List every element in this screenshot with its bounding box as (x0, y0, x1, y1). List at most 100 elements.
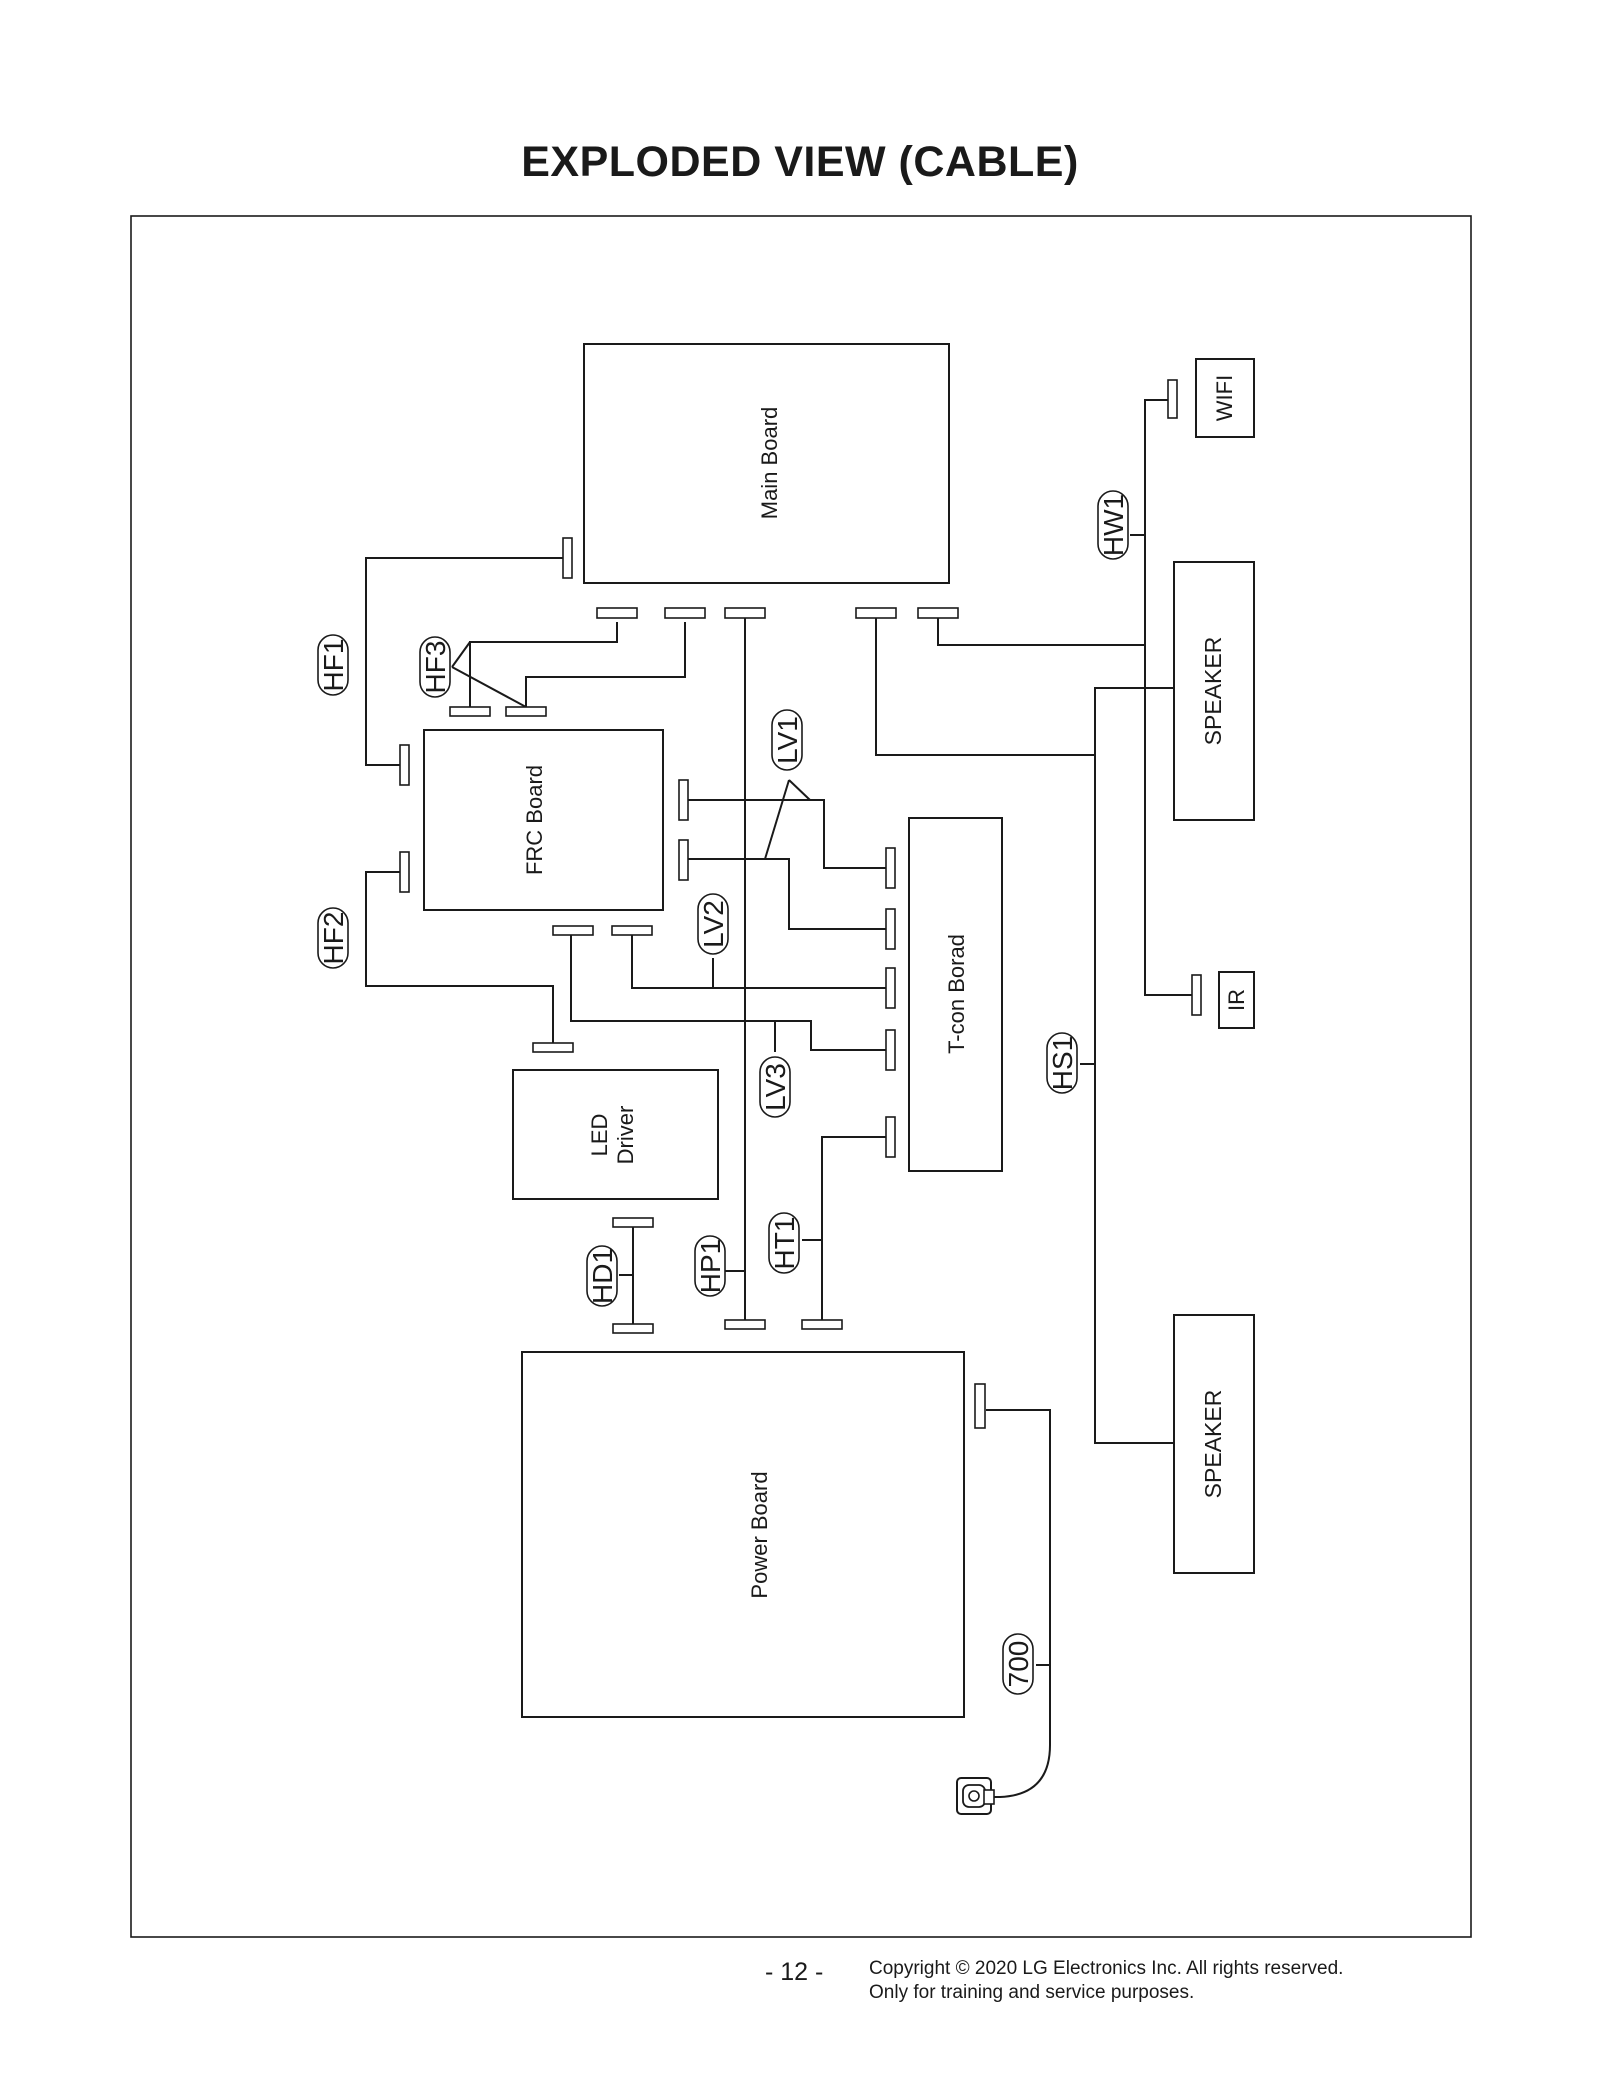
label-hf3: HF3 (419, 636, 451, 698)
page-number: - 12 - (765, 1958, 824, 1986)
svg-text:700: 700 (1003, 1641, 1034, 1688)
ir-label: IR (1224, 989, 1249, 1011)
label-hd1: HD1 (586, 1245, 618, 1307)
cable-labels: HF1 HF3 HF2 LV1 LV2 LV3 HW1 HS1 (317, 490, 1129, 1695)
wire-main-speaker-bus (875, 618, 1174, 756)
wire-lv1-a (688, 799, 890, 869)
connector-tcon-4 (885, 1029, 896, 1071)
tcon-board-label: T-con Borad (944, 934, 969, 1054)
wire-lv1-b (688, 858, 890, 930)
speaker-top-label: SPEAKER (1200, 637, 1226, 746)
svg-text:HF2: HF2 (318, 912, 349, 965)
connector-main-bottom-3 (724, 607, 766, 619)
svg-text:LV1: LV1 (772, 716, 803, 764)
connector-tcon-5 (885, 1116, 896, 1158)
connector-frc-hf2 (399, 851, 410, 893)
wire-main-hw1-bus (937, 618, 1145, 646)
power-board-label: Power Board (747, 1471, 772, 1598)
svg-text:LV3: LV3 (760, 1063, 791, 1111)
svg-text:HF1: HF1 (318, 639, 349, 692)
svg-text:HS1: HS1 (1047, 1036, 1078, 1090)
speaker-bottom (1173, 1314, 1255, 1574)
power-board (521, 1351, 965, 1718)
wire-lv3 (570, 933, 890, 1051)
svg-text:HF3: HF3 (420, 641, 451, 694)
speaker-bottom-label: SPEAKER (1200, 1390, 1226, 1499)
diagram-frame (130, 215, 1472, 1938)
wire-hs1 (1094, 755, 1174, 1444)
led-driver (512, 1069, 719, 1200)
connector-led-hf2 (532, 1042, 574, 1053)
label-lv1: LV1 (771, 709, 803, 771)
connector-tcon-2 (885, 908, 896, 950)
label-700: 700 (1002, 1633, 1034, 1695)
connector-ir (1191, 974, 1202, 1016)
frc-board-label: FRC Board (522, 765, 547, 875)
label-hw1: HW1 (1097, 490, 1129, 560)
wire-hw1 (1144, 399, 1192, 996)
wire-hf3-lead-b (451, 666, 527, 708)
connector-main-bottom-5 (917, 607, 959, 619)
connector-frc-lv1-a (678, 779, 689, 821)
wire-hf3-lead-a (451, 641, 471, 668)
connector-main-bottom-4 (855, 607, 897, 619)
connector-frc-bottom-2 (611, 925, 653, 936)
led-driver-label-2: Driver (613, 1106, 638, 1165)
connector-hd1-bottom (612, 1323, 654, 1334)
connector-power-ht1 (801, 1319, 843, 1330)
label-lv3: LV3 (759, 1056, 791, 1118)
connector-frc-hf1 (399, 744, 410, 786)
page-title: EXPLODED VIEW (CABLE) (521, 138, 1079, 186)
led-driver-label-1: LED (587, 1114, 612, 1157)
connector-power-hp1 (724, 1319, 766, 1330)
wire-ht1 (821, 1136, 890, 1322)
svg-text:HP1: HP1 (695, 1239, 726, 1293)
svg-text:LV2: LV2 (698, 900, 729, 948)
main-board (583, 343, 950, 584)
ir-module (1218, 971, 1255, 1029)
wire-hf3-b (525, 622, 686, 707)
label-lv2: LV2 (697, 893, 729, 955)
tcon-board (908, 817, 1003, 1172)
wire-lv1-lead-b (788, 779, 811, 801)
main-board-label: Main Board (757, 407, 782, 520)
connectors (399, 379, 1202, 1429)
label-hf2: HF2 (317, 907, 349, 969)
wire-700-cord (990, 1410, 1051, 1798)
label-ht1: HT1 (768, 1212, 800, 1274)
svg-text:HD1: HD1 (587, 1248, 618, 1304)
connector-hf3-a (449, 706, 491, 717)
label-hf1: HF1 (317, 634, 349, 696)
frc-board (423, 729, 664, 911)
connector-hd1-top (612, 1217, 654, 1228)
wire-lv1-lead-a (764, 779, 790, 860)
boards: Main Board FRC Board T-con Borad LED Dri… (423, 343, 1255, 1718)
connector-hf3-b (505, 706, 547, 717)
connector-tcon-1 (885, 847, 896, 889)
svg-text:HT1: HT1 (769, 1217, 800, 1270)
wifi-label: WIFI (1212, 375, 1237, 421)
connector-tcon-3 (885, 967, 896, 1009)
power-plug-icon (956, 1777, 995, 1815)
wire-hf1 (365, 557, 566, 766)
wires (365, 399, 1192, 1798)
connector-frc-bottom-1 (552, 925, 594, 936)
connector-main-bottom-2 (664, 607, 706, 619)
speaker-top (1173, 561, 1255, 821)
connector-main-bottom-1 (596, 607, 638, 619)
connector-frc-lv1-b (678, 839, 689, 881)
wifi-module (1195, 358, 1255, 438)
label-hs1: HS1 (1046, 1032, 1078, 1094)
copyright-notice: Copyright © 2020 LG Electronics Inc. All… (869, 1957, 1343, 2005)
copyright-line-2: Only for training and service purposes. (869, 1982, 1195, 2003)
label-hp1: HP1 (694, 1235, 726, 1297)
svg-text:HW1: HW1 (1098, 494, 1129, 556)
connector-wifi (1167, 379, 1178, 419)
wire-hf3-a (469, 622, 618, 707)
wire-hf2 (365, 871, 554, 1047)
wire-lv2 (631, 933, 890, 989)
connector-power-700 (974, 1383, 986, 1429)
connector-main-left (562, 537, 573, 579)
copyright-line-1: Copyright © 2020 LG Electronics Inc. All… (869, 1958, 1344, 1979)
